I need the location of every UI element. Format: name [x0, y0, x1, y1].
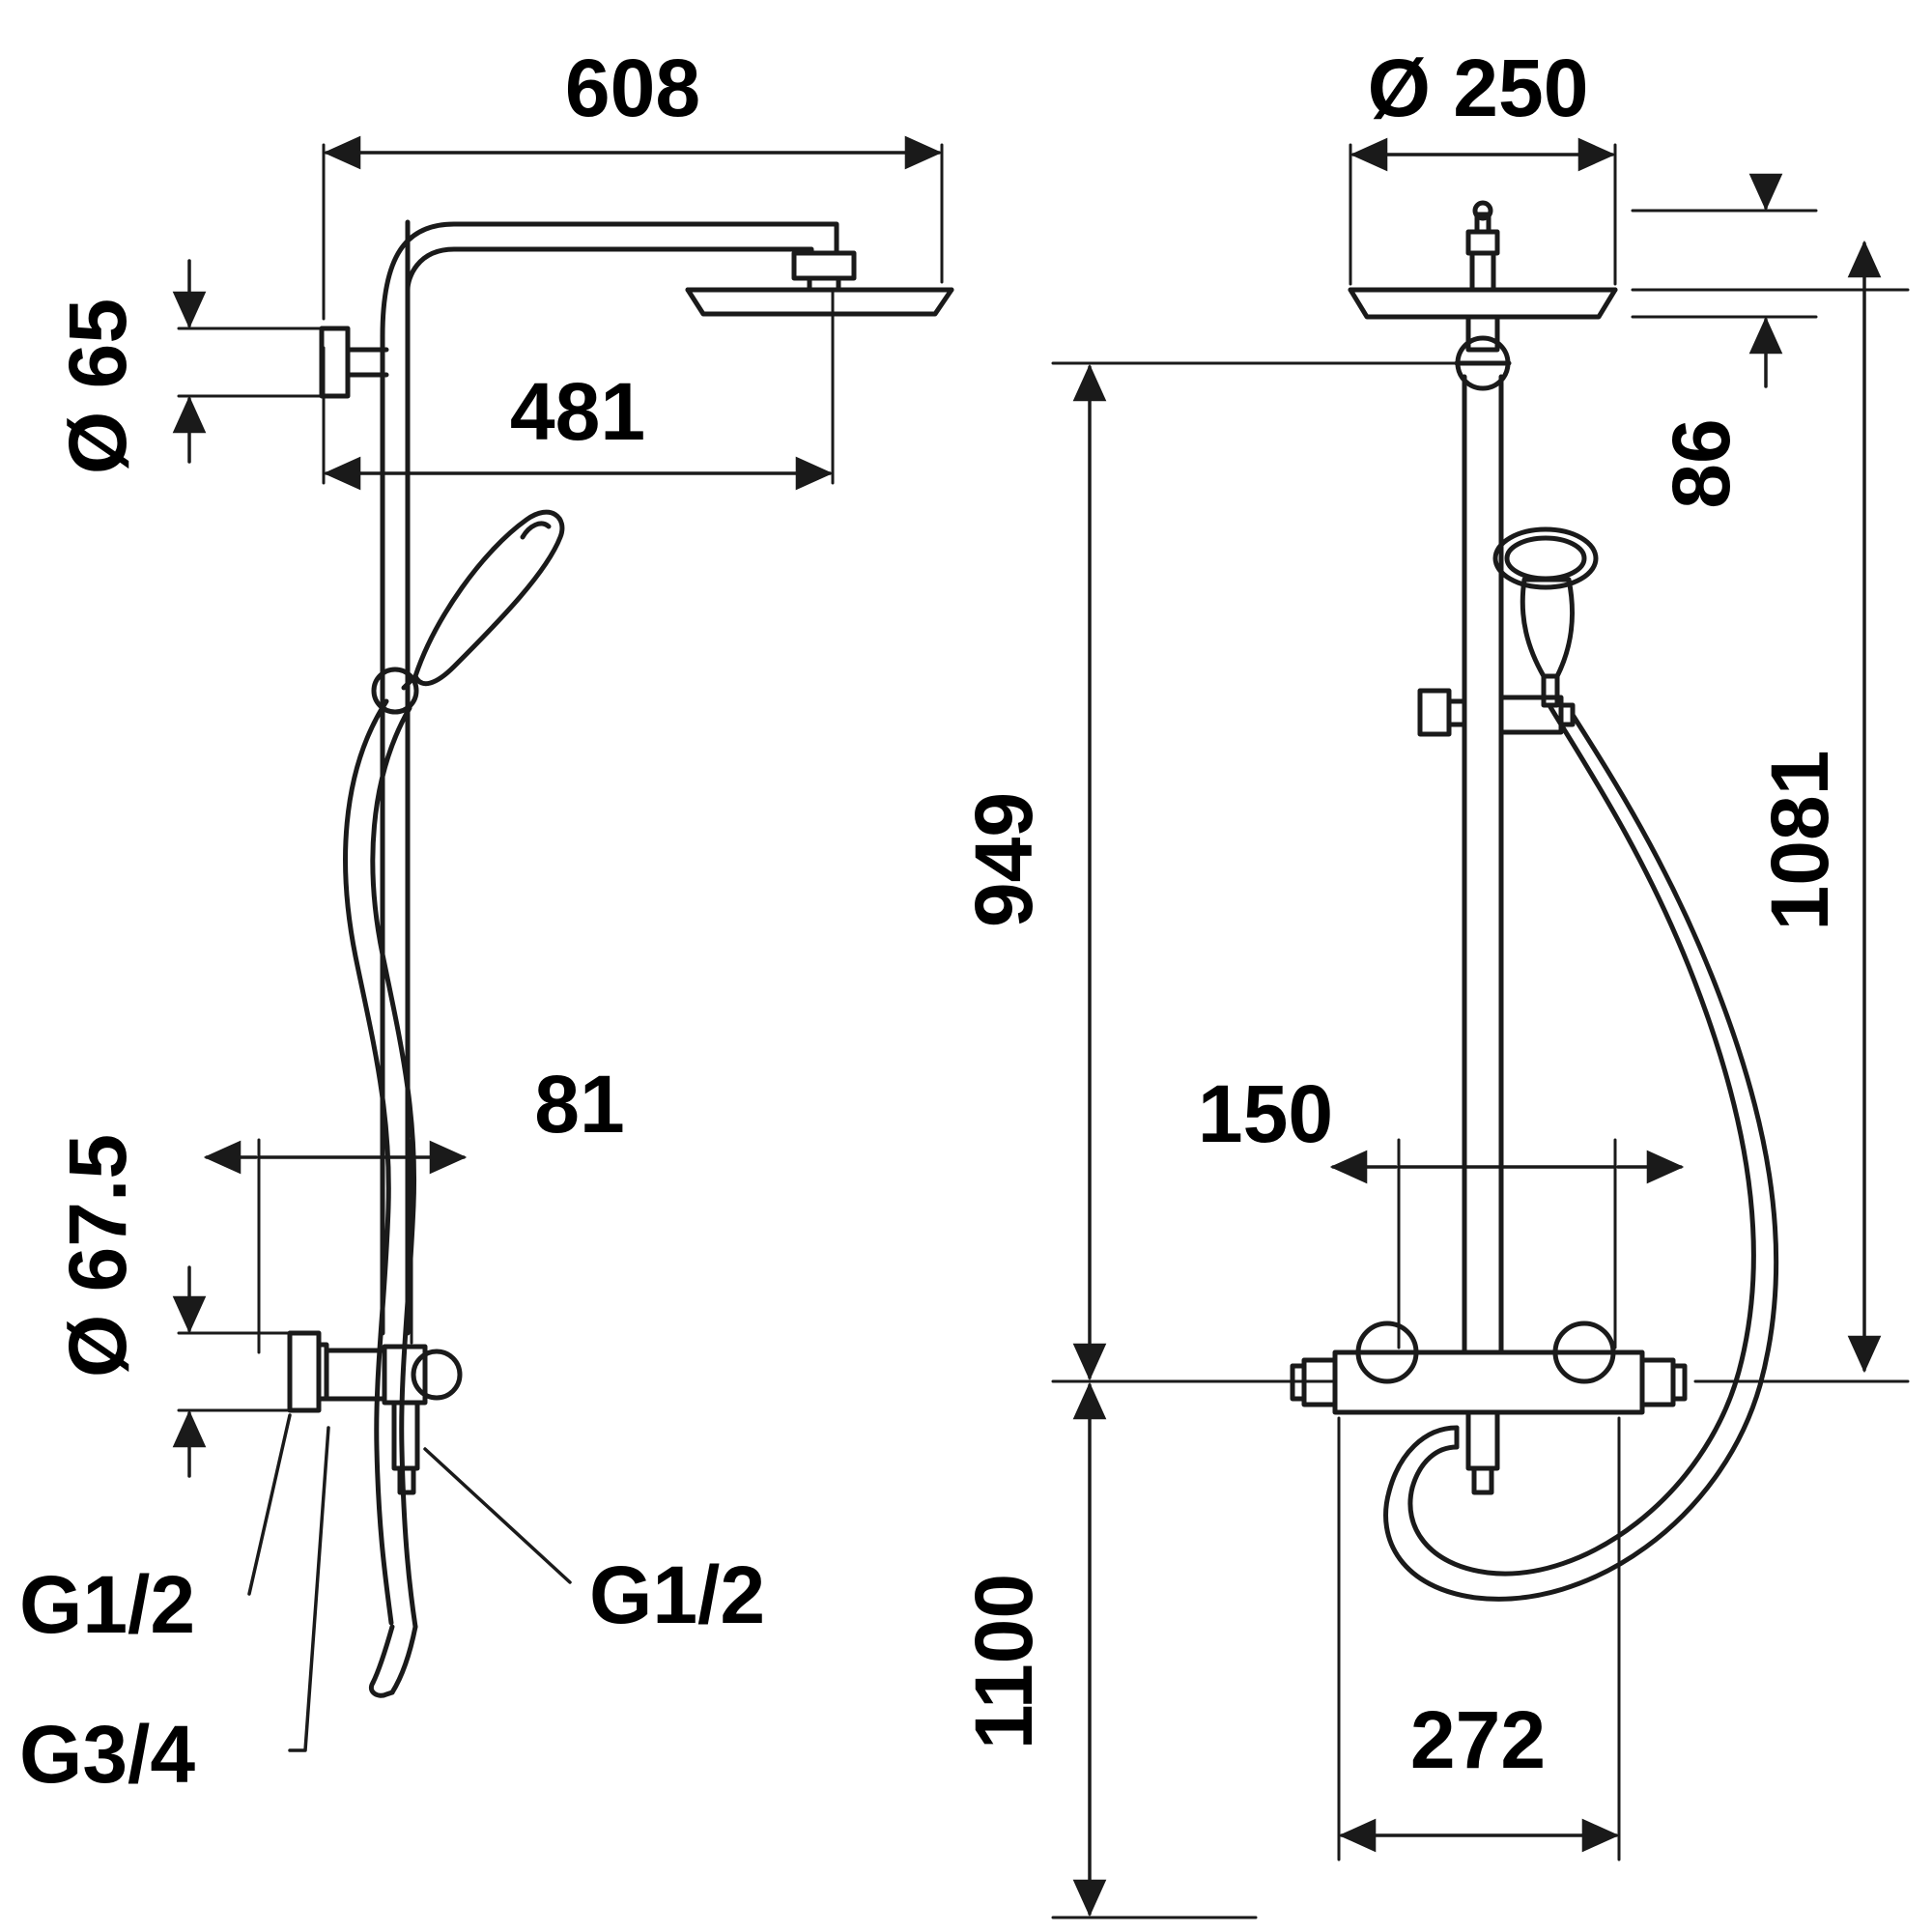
dim-150: 150 — [1198, 1068, 1333, 1159]
dim-diameter-67-5: Ø 67.5 — [52, 1134, 143, 1378]
side-view-product — [287, 219, 954, 1698]
front-view-dimensions — [1051, 137, 1910, 1919]
label-inlet-left-g12: G1/2 — [19, 1559, 195, 1650]
front-view-product — [1290, 200, 1779, 1602]
dim-1100: 1100 — [958, 1574, 1049, 1749]
label-inlet-right-g12: G1/2 — [589, 1549, 765, 1640]
dim-949: 949 — [958, 792, 1049, 927]
dim-608: 608 — [565, 43, 700, 133]
side-view-dimensions — [172, 135, 944, 1752]
dim-481: 481 — [510, 366, 645, 457]
label-outlet-g34: G3/4 — [19, 1709, 195, 1800]
dimension-labels: 608 481 Ø 65 Ø 67.5 81 Ø 250 86 1081 949… — [19, 43, 1845, 1800]
dim-272: 272 — [1410, 1694, 1546, 1785]
dim-81: 81 — [534, 1059, 624, 1150]
dim-diameter-65: Ø 65 — [52, 298, 143, 474]
dim-diameter-250: Ø 250 — [1368, 43, 1589, 133]
dim-1081: 1081 — [1754, 751, 1845, 931]
dim-86: 86 — [1656, 418, 1747, 508]
